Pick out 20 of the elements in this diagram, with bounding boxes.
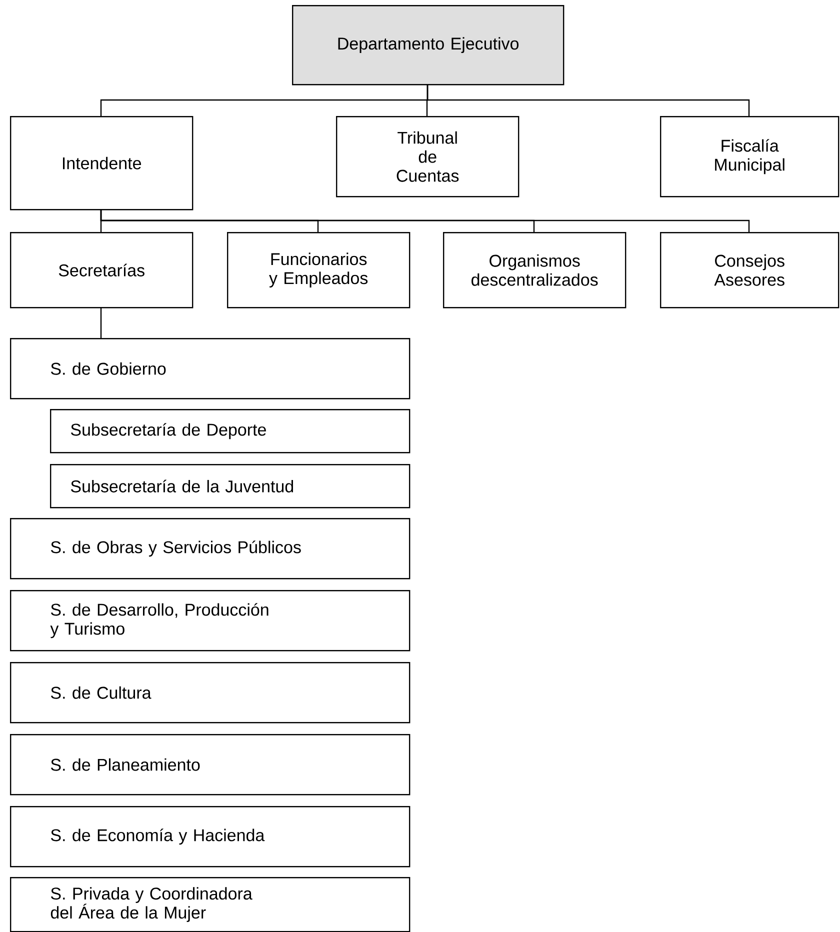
- connector-line: [426, 84, 750, 116]
- org-box: S. de Desarrollo, Producción y Turismo: [10, 590, 410, 652]
- org-box: S. de Planeamiento: [10, 734, 410, 796]
- connector-line: [100, 209, 750, 232]
- org-box: Tribunal de Cuentas: [336, 116, 520, 198]
- org-box: S. de Gobierno: [10, 338, 410, 400]
- org-box: Organismos descentralizados: [443, 232, 626, 308]
- org-box: S. de Cultura: [10, 662, 410, 724]
- org-box: Consejos Asesores: [660, 232, 840, 308]
- org-box: Fiscalía Municipal: [660, 116, 840, 198]
- org-box: Departamento Ejecutivo: [292, 5, 564, 86]
- org-box: Secretarías: [10, 232, 194, 308]
- org-box: S. de Obras y Servicios Públicos: [10, 518, 410, 580]
- org-box: S. de Economía y Hacienda: [10, 806, 410, 868]
- org-box: Subsecretaría de Deporte: [50, 409, 410, 454]
- org-box: Subsecretaría de la Juventud: [50, 464, 410, 508]
- org-box: Intendente: [10, 116, 194, 210]
- org-box: Funcionarios y Empleados: [227, 232, 410, 308]
- org-box: S. Privada y Coordinadora del Área de la Mujer: [10, 877, 410, 932]
- connector-line: [100, 307, 102, 338]
